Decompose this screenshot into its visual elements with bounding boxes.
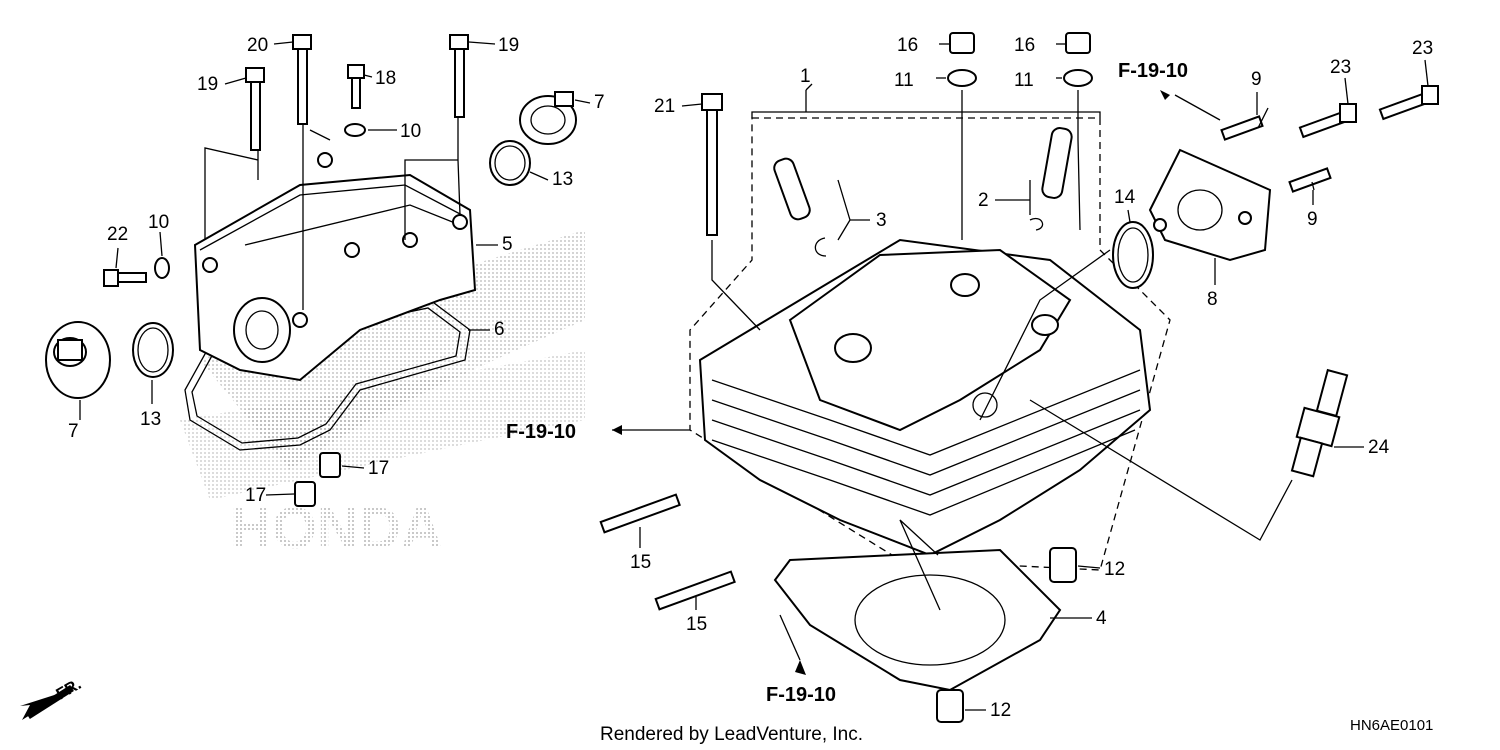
clip-2 <box>1029 217 1044 231</box>
diagram-code: HN6AE0101 <box>1350 717 1433 734</box>
callout-8: 8 <box>1207 289 1218 310</box>
callout-16-right: 16 <box>1014 35 1035 56</box>
dowel-12-upper <box>1049 547 1077 583</box>
o-ring-13-left <box>132 322 174 378</box>
stud-15-upper <box>599 493 681 534</box>
callout-12-upper: 12 <box>1104 559 1125 580</box>
o-ring-14 <box>1112 221 1154 289</box>
nut-16-left <box>949 32 975 54</box>
ref-label-top: F-19-10 <box>1118 60 1188 82</box>
callout-1: 1 <box>800 66 811 87</box>
clip-3 <box>814 237 827 257</box>
callout-17-a: 17 <box>368 458 389 479</box>
callout-20: 20 <box>247 35 268 56</box>
callout-19-left: 19 <box>197 74 218 95</box>
o-ring-13-upper <box>489 140 531 186</box>
bolt-20 <box>292 34 312 125</box>
plug-7-left <box>45 321 111 399</box>
washer-10-left <box>154 257 170 279</box>
callout-22: 22 <box>107 224 128 245</box>
fr-arrow: FR. <box>20 676 84 720</box>
callout-4: 4 <box>1096 608 1107 629</box>
callouts: 1 2 3 4 5 6 7 7 8 9 9 10 10 11 11 12 12 … <box>68 35 1433 721</box>
callout-3: 3 <box>876 210 887 231</box>
callout-7-upper: 7 <box>594 92 605 113</box>
bolt-19-right <box>449 34 469 118</box>
callout-2: 2 <box>978 190 989 211</box>
ref-label-left: F-19-10 <box>506 421 576 443</box>
callout-11-left: 11 <box>894 70 914 91</box>
callout-9-upper: 9 <box>1251 69 1262 90</box>
callout-23-left: 23 <box>1330 57 1351 78</box>
bolt-19-left <box>245 67 265 151</box>
valve-guide-2 <box>1041 127 1073 199</box>
bolt-23-right <box>1378 85 1439 121</box>
callout-7-left: 7 <box>68 421 79 442</box>
intake-group <box>979 85 1439 541</box>
honda-watermark: HONDA <box>180 230 585 561</box>
callout-12-lower: 12 <box>990 700 1011 721</box>
washer-11-right <box>1063 69 1093 87</box>
cylinder-head-group <box>599 32 1171 723</box>
callout-15-upper: 15 <box>630 552 651 573</box>
bolt-23-left <box>1298 103 1357 139</box>
stud-9-lower <box>1288 167 1332 193</box>
bolt-21 <box>701 93 723 236</box>
dowel-12-lower <box>936 689 964 723</box>
dowel-17-a <box>319 452 341 478</box>
callout-23-right: 23 <box>1412 38 1433 59</box>
ref-label-bottom: F-19-10 <box>766 684 836 706</box>
callout-13-left: 13 <box>140 409 161 430</box>
callout-9-lower: 9 <box>1307 209 1318 230</box>
callout-24: 24 <box>1368 437 1390 458</box>
callout-19-right: 19 <box>498 35 519 56</box>
honda-watermark-text: HONDA <box>230 496 443 561</box>
callout-16-left: 16 <box>897 35 918 56</box>
stud-15-lower <box>654 570 736 611</box>
dowel-17-b <box>294 481 316 507</box>
head-gasket-4 <box>773 548 1062 692</box>
head-cover-group <box>45 34 577 507</box>
footer-credit: Rendered by LeadVenture, Inc. <box>600 724 863 745</box>
callout-18: 18 <box>375 68 396 89</box>
intake-insulator-8 <box>1148 148 1272 262</box>
washer-10-upper <box>344 123 366 137</box>
callout-15-lower: 15 <box>686 614 707 635</box>
callout-11-right: 11 <box>1014 70 1034 91</box>
callout-10-left: 10 <box>148 212 169 233</box>
bolt-18 <box>347 64 365 109</box>
spark-plug-24 <box>1290 368 1349 478</box>
nut-16-right <box>1065 32 1091 54</box>
callout-5: 5 <box>502 234 513 255</box>
callout-14: 14 <box>1114 187 1136 208</box>
callout-21: 21 <box>654 96 675 117</box>
callout-10-upper: 10 <box>400 121 421 142</box>
callout-17-b: 17 <box>245 485 266 506</box>
bolt-22 <box>103 269 147 287</box>
stud-9-upper <box>1220 115 1264 141</box>
plug-7-upper <box>519 91 577 145</box>
valve-guide-3 <box>773 157 811 221</box>
washer-11-left <box>947 69 977 87</box>
callout-13-upper: 13 <box>552 169 573 190</box>
callout-6: 6 <box>494 319 505 340</box>
